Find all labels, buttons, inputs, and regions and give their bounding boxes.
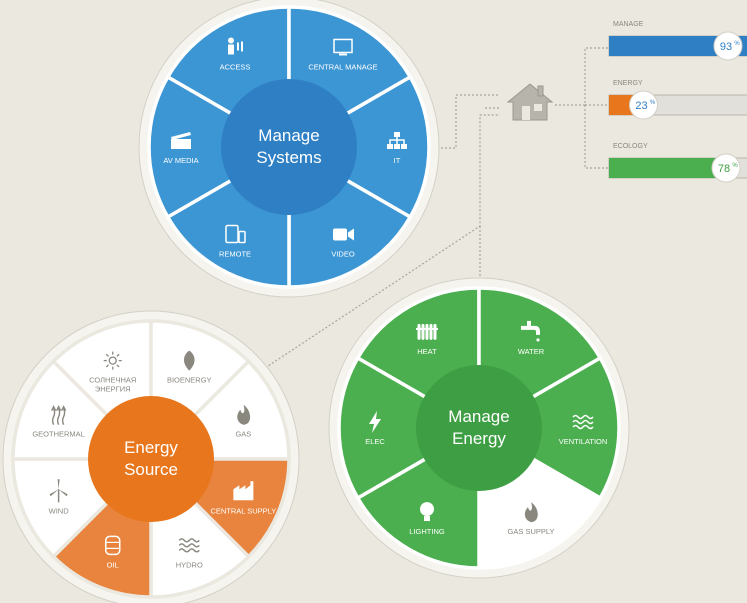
segment-label: WIND	[49, 506, 70, 515]
center-title-line1: Manage	[258, 126, 319, 145]
clapperboard-icon	[171, 132, 191, 149]
progress-label: ECOLOGY	[613, 143, 648, 150]
segment-label: ACCESS	[220, 62, 251, 71]
segment-label: CENTRAL SUPPLY	[210, 506, 276, 515]
center-title-line2: Source	[124, 460, 178, 479]
wind-turbine-icon	[49, 479, 68, 503]
progress-manage: MANAGE 93%	[608, 21, 747, 61]
segment-label: IT	[394, 156, 401, 165]
tablet-phone-icon	[225, 224, 246, 244]
segment-it[interactable]: IT	[285, 74, 431, 220]
center-hub	[416, 365, 542, 491]
segment-label: REMOTE	[219, 250, 251, 259]
bulb-icon	[420, 502, 434, 522]
heat-arrows-icon	[50, 405, 67, 426]
barrel-icon	[104, 535, 121, 556]
progress-label: ENERGY	[613, 80, 643, 87]
segment-label: VIDEO	[331, 250, 355, 259]
center-hub	[88, 396, 214, 522]
center-title-line1: Energy	[124, 438, 178, 457]
segment-label: BIOENERGY	[167, 376, 212, 385]
progress-fill	[609, 36, 747, 56]
progress-unit: %	[734, 41, 740, 47]
connector-bars	[555, 47, 608, 169]
person-access-icon	[228, 37, 243, 55]
segment-label: СОЛНЕЧНАЯ	[89, 376, 136, 385]
connectors	[261, 47, 608, 371]
center-title-line2: Energy	[452, 429, 506, 448]
segment-ventilation[interactable]: VENTILATION	[475, 355, 621, 501]
manage-systems-wheel: ACCESS CENTRAL MANAGE IT VIDEO REMOTE AV MEDI…	[138, 0, 440, 298]
segment-label: VENTILATION	[559, 437, 608, 446]
progress-unit: %	[732, 163, 738, 169]
segment-label: ELEC	[365, 437, 385, 446]
progress-label: MANAGE	[613, 21, 644, 28]
video-camera-icon	[333, 228, 354, 241]
center-hub	[221, 79, 357, 215]
progress-fill	[609, 158, 726, 178]
progress-value: 78	[718, 163, 730, 175]
segment-label: GAS SUPPLY	[508, 527, 555, 536]
monitor-icon	[333, 38, 353, 56]
connector-source	[261, 114, 500, 371]
radiator-icon	[416, 323, 438, 340]
progress-bubble	[711, 153, 741, 183]
progress-bubble	[629, 90, 658, 120]
segment-label: GEOTHERMAL	[32, 430, 85, 439]
segment-elec[interactable]: ELEC	[337, 355, 483, 501]
flame-icon	[237, 404, 251, 425]
faucet-icon	[521, 320, 540, 342]
sun-icon	[103, 351, 122, 370]
connector-systems	[433, 94, 500, 149]
segment-label: HYDRO	[176, 560, 203, 569]
network-icon	[387, 132, 407, 149]
flame-icon	[524, 502, 538, 523]
segment-label: OIL	[107, 560, 119, 569]
manage-energy-wheel: HEAT WATER VENTILATION GAS SUPPLY LIGHTING EL…	[328, 277, 630, 579]
segment-label: WATER	[518, 347, 545, 356]
segment-label: CENTRAL MANAGE	[308, 62, 377, 71]
lightning-icon	[369, 411, 381, 433]
progress-value: 23	[635, 100, 647, 112]
progress-ecology: ECOLOGY 78%	[608, 143, 747, 183]
progress-value: 93	[720, 41, 732, 53]
air-waves-icon	[572, 414, 594, 430]
house-icon	[506, 83, 554, 121]
leaf-icon	[183, 350, 195, 371]
segment-av-media[interactable]: AV MEDIA	[147, 74, 293, 220]
progress-bubble	[713, 31, 743, 61]
segment-label: HEAT	[417, 347, 437, 356]
waves-icon	[178, 538, 200, 553]
segment-label: AV MEDIA	[163, 156, 198, 165]
progress-unit: %	[650, 100, 656, 106]
factory-icon	[233, 481, 254, 501]
segment-label-2: ЭНЕРГИЯ	[95, 385, 131, 394]
segment-label: LIGHTING	[409, 527, 445, 536]
progress-energy: ENERGY 23%	[608, 80, 747, 120]
center-title-line1: Manage	[448, 407, 509, 426]
segment-label: GAS	[235, 430, 251, 439]
center-title-line2: Systems	[256, 148, 321, 167]
